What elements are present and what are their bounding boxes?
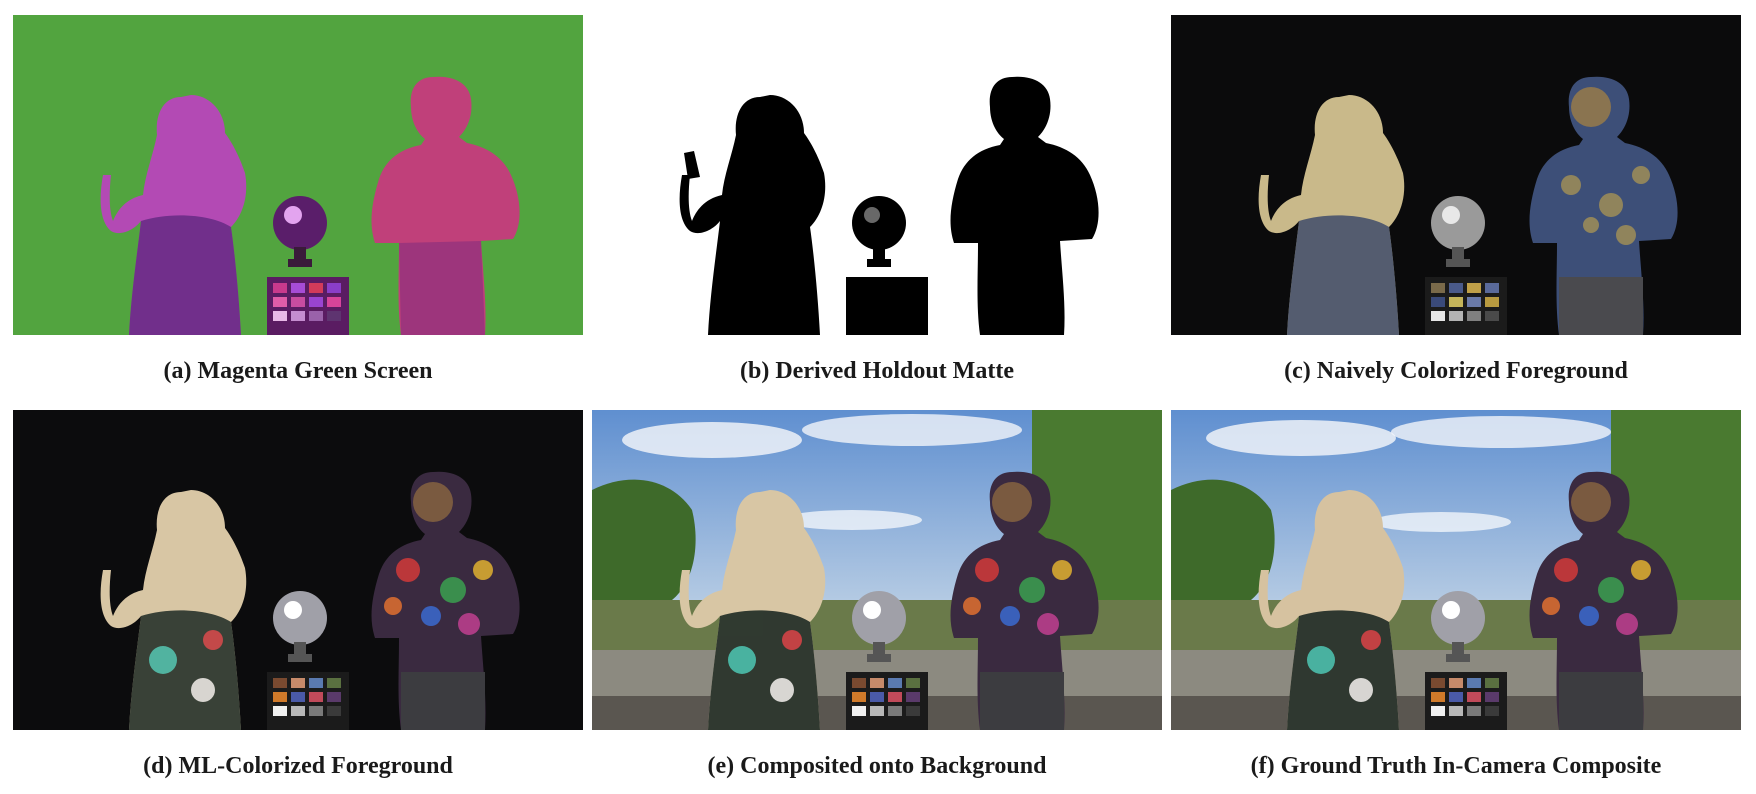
panel-f-image: [1171, 410, 1741, 730]
caption-a: (a) Magenta Green Screen: [163, 358, 433, 384]
caption-e: (e) Composited onto Background: [707, 753, 1047, 779]
caption-c: (c) Naively Colorized Foreground: [1284, 358, 1628, 384]
panel-b-image: [592, 15, 1162, 335]
panel-e-image: [592, 410, 1162, 730]
caption-d: (d) ML-Colorized Foreground: [143, 753, 453, 779]
panel-a-image: [13, 15, 583, 335]
caption-b: (b) Derived Holdout Matte: [740, 358, 1014, 384]
caption-f: (f) Ground Truth In-Camera Composite: [1250, 753, 1662, 779]
panel-d-image: [13, 410, 583, 730]
panel-c-image: [1171, 15, 1741, 335]
